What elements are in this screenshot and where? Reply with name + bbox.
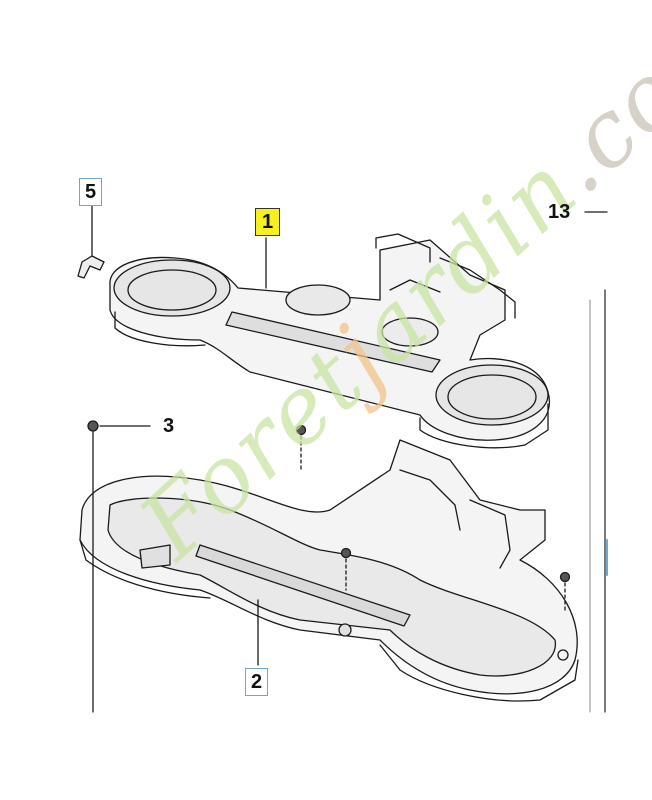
callout-part-3[interactable]: 3 (163, 415, 175, 437)
screw-3 (340, 547, 352, 559)
screw-4 (559, 571, 571, 583)
screw-2 (295, 424, 307, 436)
screw-1 (87, 420, 99, 713)
callout-part-2[interactable]: 2 (245, 668, 269, 696)
belt-cover-upper (109, 233, 551, 449)
clip-part (77, 205, 105, 279)
callout-part-13[interactable]: 13 (548, 201, 571, 223)
belt-cover-lower (79, 439, 579, 702)
callout-part-5[interactable]: 5 (79, 178, 103, 206)
screw-group (87, 420, 571, 713)
callout-part-1[interactable]: 1 (255, 208, 281, 236)
